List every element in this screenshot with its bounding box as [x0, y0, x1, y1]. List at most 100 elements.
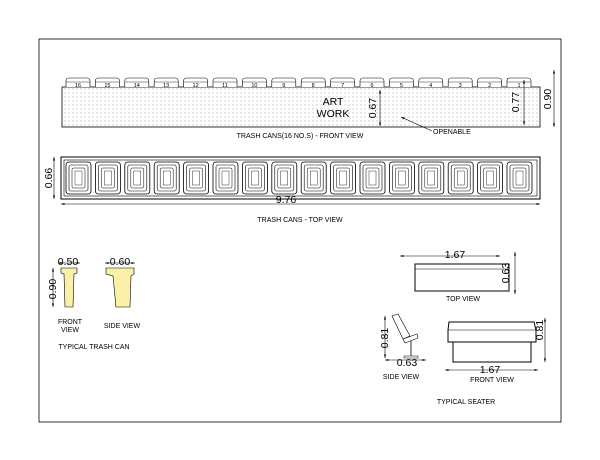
- top-can-opening: [339, 170, 347, 186]
- dim-seater-top-width: 1.67: [445, 249, 466, 261]
- seater-front-view-top: [447, 321, 537, 343]
- dim-top-depth: 0.66: [43, 168, 55, 189]
- top-can-rim: [362, 164, 383, 192]
- top-can-12: [388, 161, 415, 195]
- front-can-lid: [153, 77, 179, 87]
- top-can-8: [271, 161, 298, 195]
- top-can-rim: [333, 164, 353, 192]
- top-can-rim: [186, 164, 206, 192]
- front-can-lid: [447, 77, 473, 87]
- top-can-rim: [509, 164, 530, 192]
- top-can-lid: [424, 167, 439, 189]
- seater-top-view-label: TOP VIEW: [446, 296, 480, 303]
- top-view-inner: [63, 159, 538, 197]
- top-can-opening: [280, 170, 288, 186]
- top-can-15: [477, 161, 504, 195]
- front-can-number: 12: [193, 83, 199, 89]
- top-can-7: [241, 161, 268, 195]
- dim-seater-side-height: 0.81: [379, 328, 391, 349]
- top-can-rim: [156, 164, 177, 192]
- front-can-number: 1: [517, 83, 520, 89]
- top-can-opening: [398, 170, 406, 186]
- front-can-12: 12: [183, 77, 208, 89]
- front-can-16: 16: [65, 77, 91, 89]
- front-can-lid: [95, 77, 120, 87]
- top-can-6: [212, 161, 239, 195]
- top-can-lid: [248, 167, 262, 189]
- front-can-number: 11: [222, 83, 228, 89]
- top-can-opening: [515, 170, 524, 186]
- side-view-label: SIDE VIEW: [104, 323, 141, 330]
- top-can-lid: [336, 167, 350, 189]
- front-can-number: 5: [400, 83, 403, 89]
- dim-top-length: 9.76: [276, 194, 297, 206]
- top-can-lid: [453, 167, 468, 189]
- seater-front-view-label: FRONT VIEW: [470, 377, 514, 384]
- typical-trash-can-title: TYPICAL TRASH CAN: [58, 344, 129, 351]
- openable-leader: [400, 116, 433, 132]
- front-view-label-2: VIEW: [61, 327, 79, 334]
- front-can-8: 8: [300, 77, 326, 89]
- front-can-lid: [418, 77, 444, 87]
- dim-art-height: 0.67: [367, 98, 379, 119]
- front-can-number: 13: [163, 83, 169, 89]
- top-view: 0.66 9.76 TRASH CANS - TOP VIEW: [43, 156, 541, 224]
- top-can-13: [418, 161, 445, 195]
- top-can-lid: [306, 167, 321, 189]
- front-can-number: 9: [282, 83, 285, 89]
- top-can-lid: [365, 167, 380, 189]
- top-can-lid: [512, 167, 527, 189]
- typical-seater-title: TYPICAL SEATER: [437, 399, 495, 406]
- dim-seater-front-height: 0.81: [534, 320, 546, 341]
- dim-can-side-width: 0.60: [110, 256, 131, 268]
- top-can-rim: [215, 164, 236, 192]
- top-can-opening: [133, 170, 142, 186]
- top-can-rim: [68, 164, 89, 192]
- front-can-13: 13: [153, 77, 179, 89]
- top-can-16: [506, 161, 533, 195]
- top-can-2: [95, 161, 121, 195]
- dim-seater-top-depth: 0.63: [500, 263, 512, 284]
- front-can-number: 10: [251, 83, 257, 89]
- seater-chair-side-view: [391, 313, 419, 359]
- art-work-line1: ART: [323, 96, 344, 108]
- dim-seater-front-width: 1.67: [480, 364, 501, 376]
- front-can-lid: [389, 77, 414, 87]
- dim-can-height: 0.77: [510, 92, 522, 113]
- top-can-rim: [245, 164, 265, 192]
- dim-total-height: 0.90: [542, 89, 554, 110]
- top-can-lid: [395, 167, 409, 189]
- top-can-lid: [159, 167, 174, 189]
- top-can-10: [330, 161, 357, 195]
- chair-seat: [402, 333, 419, 344]
- front-view-title: TRASH CANS(16 NO.S) - FRONT VIEW: [237, 133, 364, 140]
- top-can-lid: [218, 167, 233, 189]
- front-can-3: 3: [447, 77, 473, 89]
- top-can-rim: [392, 164, 412, 192]
- top-can-rim: [450, 164, 471, 192]
- typical-seater: 1.67 0.63 TOP VIEW 0.81 0.63 SIDE VIEW 0…: [379, 249, 547, 406]
- front-can-number: 7: [341, 83, 344, 89]
- front-can-number: 8: [312, 83, 315, 89]
- front-can-lid: [300, 77, 326, 87]
- front-can-14: 14: [124, 77, 150, 89]
- top-can-lid: [483, 167, 497, 189]
- top-can-lid: [101, 167, 115, 189]
- front-can-number: 15: [104, 83, 110, 89]
- top-can-5: [183, 161, 210, 195]
- sheet-border: [38, 38, 562, 423]
- front-can-lid: [212, 77, 238, 87]
- top-can-rim: [421, 164, 442, 192]
- top-can-11: [359, 161, 386, 195]
- trash-can-front-view: [60, 267, 78, 308]
- dim-can-front-width: 0.50: [58, 256, 79, 268]
- front-can-number: 3: [459, 83, 462, 89]
- front-can-lid: [330, 77, 355, 87]
- top-can-9: [300, 161, 327, 195]
- chair-base: [403, 355, 419, 359]
- top-can-lid: [130, 167, 145, 189]
- top-can-rim: [303, 164, 324, 192]
- top-can-opening: [251, 170, 259, 186]
